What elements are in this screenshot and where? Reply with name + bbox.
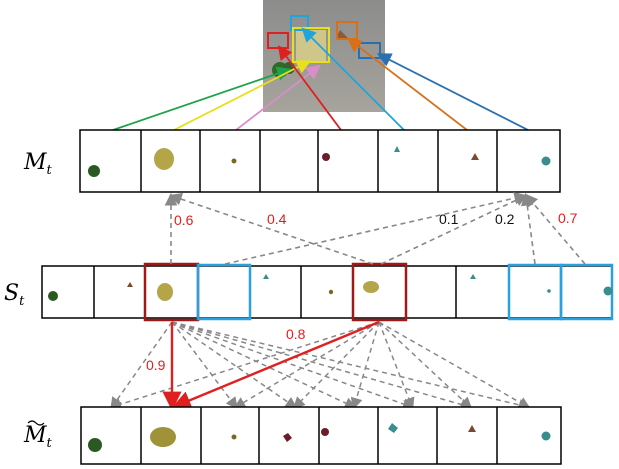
object-patch bbox=[547, 289, 551, 293]
object-patch bbox=[321, 428, 329, 436]
weight-label: 0.6 bbox=[174, 212, 194, 228]
object-patch bbox=[48, 291, 58, 301]
weight-label: 0.4 bbox=[267, 211, 287, 227]
weight-label: 0.2 bbox=[495, 211, 515, 227]
object-patch bbox=[231, 158, 237, 164]
scene-box-orange bbox=[336, 21, 358, 40]
object-assignment-arrows bbox=[112, 27, 529, 131]
object-patch bbox=[470, 274, 476, 279]
slots-row-label: St bbox=[4, 281, 25, 309]
object-patch bbox=[283, 433, 292, 442]
weight-label: 0.9 bbox=[146, 357, 166, 373]
memory-row bbox=[79, 129, 561, 193]
object-patch bbox=[150, 427, 176, 447]
weight-label: 0.8 bbox=[286, 326, 306, 342]
weight-label: 0.7 bbox=[558, 210, 578, 226]
object-patch bbox=[154, 148, 174, 170]
slot-update-arrows bbox=[109, 321, 531, 411]
slot-highlight-red bbox=[351, 262, 408, 322]
scene-box-cyan bbox=[290, 15, 309, 31]
object-patch bbox=[468, 425, 476, 432]
memory-row-label: Mt bbox=[23, 150, 53, 178]
object-patch bbox=[328, 289, 334, 295]
updated-memory-row bbox=[80, 406, 562, 465]
object-patch bbox=[88, 165, 100, 177]
updated-memory-row-label: Mt bbox=[23, 420, 53, 451]
slot-update-strong bbox=[162, 320, 380, 411]
object-patch bbox=[541, 156, 551, 166]
slot-highlight-blue bbox=[196, 263, 252, 321]
memory-slot-attention bbox=[164, 191, 586, 265]
object-patch bbox=[388, 423, 398, 433]
object-patch bbox=[603, 286, 613, 296]
object-patch bbox=[88, 438, 102, 452]
object-patch bbox=[231, 434, 237, 440]
object-patch bbox=[394, 146, 400, 152]
object-patch bbox=[541, 431, 551, 441]
svg-text:Mt: Mt bbox=[23, 423, 53, 451]
object-patch bbox=[263, 274, 269, 279]
object-patch bbox=[471, 153, 479, 160]
slots-row bbox=[41, 262, 614, 322]
object-patch bbox=[127, 282, 133, 287]
object-patch bbox=[322, 153, 330, 161]
object-patch bbox=[363, 281, 379, 293]
weight-label: 0.1 bbox=[439, 211, 459, 227]
object-patch bbox=[157, 283, 173, 301]
